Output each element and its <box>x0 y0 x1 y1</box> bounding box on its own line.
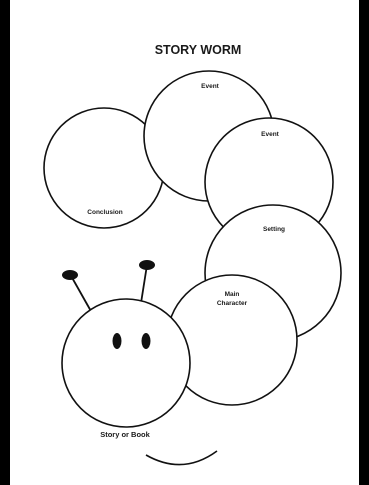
main-character-label-line2: Character <box>217 300 248 307</box>
main-character-label-line1: Main <box>225 291 240 298</box>
right-antenna <box>141 265 147 303</box>
setting-label: Setting <box>263 226 285 233</box>
right-antenna-tip <box>139 260 155 270</box>
head-circle <box>62 299 190 427</box>
left-antenna-tip <box>62 270 78 280</box>
conclusion-label: Conclusion <box>87 209 122 216</box>
smile <box>146 451 217 465</box>
left-eye <box>113 333 122 349</box>
story-or-book-label: Story or Book <box>100 430 150 439</box>
event-label-1: Event <box>201 83 220 90</box>
worksheet-title: STORY WORM <box>155 43 242 57</box>
right-eye <box>142 333 151 349</box>
left-antenna <box>70 274 92 313</box>
event-label-2: Event <box>261 131 280 138</box>
